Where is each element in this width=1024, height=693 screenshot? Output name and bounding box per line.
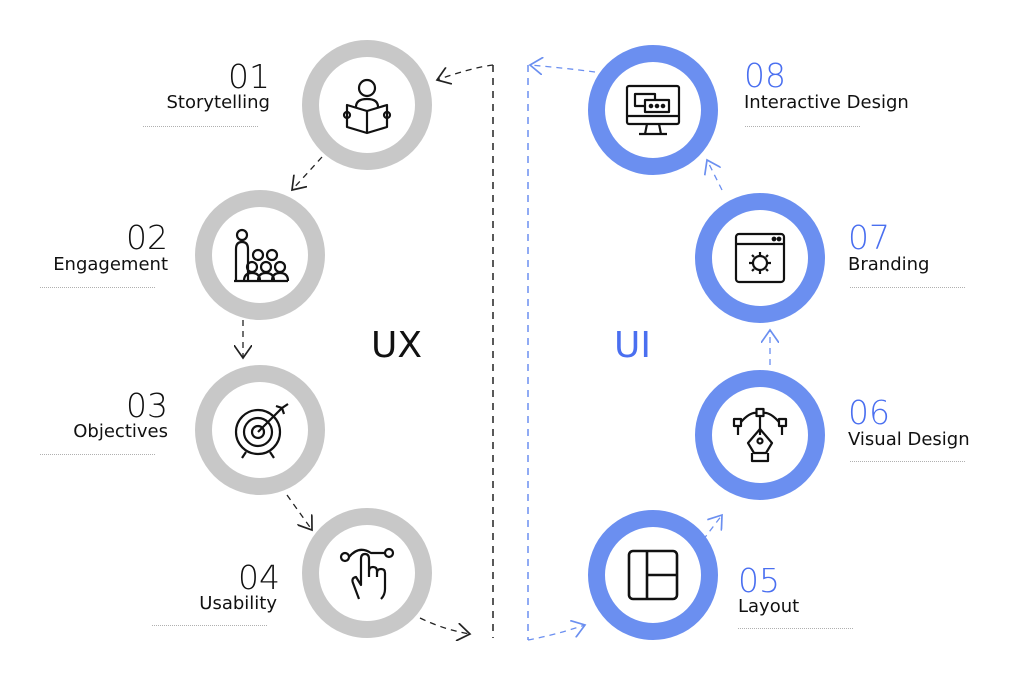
ui-section-title: UI: [614, 325, 651, 366]
step-06-divider: [850, 461, 965, 462]
audience-icon: [234, 228, 290, 283]
step-06-number: 06: [848, 393, 890, 432]
step-08-node: [588, 45, 718, 175]
step-02-node: [195, 190, 325, 320]
ux-arrow-03-04: [286, 494, 312, 530]
step-08-label: Interactive Design: [744, 92, 909, 113]
step-04-label: Usability: [199, 593, 277, 614]
step-07-node: [695, 193, 825, 323]
step-02-number: 02: [126, 218, 168, 257]
touch-hand-icon: [339, 547, 395, 600]
monitor-icon: [625, 84, 681, 136]
step-05-divider: [738, 628, 853, 629]
target-icon: [234, 403, 289, 459]
step-01-number: 01: [228, 57, 270, 96]
step-05-label: Layout: [738, 596, 800, 617]
step-07-label: Branding: [848, 254, 930, 275]
ux-section-title: UX: [371, 325, 423, 366]
step-04-number: 04: [238, 558, 280, 597]
step-03-number: 03: [126, 386, 168, 425]
step-08-divider: [745, 126, 860, 127]
step-05-number: 05: [738, 561, 780, 600]
step-07-number: 07: [848, 218, 890, 257]
ux-arrow-01-02: [292, 156, 323, 190]
pen-tool-icon: [732, 407, 788, 463]
step-03-divider: [40, 454, 155, 455]
step-04-divider: [152, 625, 267, 626]
browser-gear-icon: [734, 232, 786, 284]
ui-arrow-05-06: [702, 515, 722, 541]
ui-arrow-top: [530, 65, 596, 72]
step-03-node: [195, 365, 325, 495]
step-03-label: Objectives: [73, 421, 168, 442]
step-08-number: 08: [744, 56, 786, 95]
step-01-divider: [143, 126, 258, 127]
ui-arrow-07-08: [707, 160, 723, 191]
ux-arrow-04-end: [419, 617, 470, 634]
ux-arrow-to-01: [437, 64, 494, 80]
step-02-label: Engagement: [53, 254, 168, 275]
step-02-divider: [40, 287, 155, 288]
step-06-label: Visual Design: [848, 429, 970, 450]
ui-arrow-start-05: [527, 625, 585, 641]
step-01-node: [302, 40, 432, 170]
step-06-node: [695, 370, 825, 500]
step-04-node: [302, 508, 432, 638]
reading-person-icon: [342, 78, 392, 135]
step-01-label: Storytelling: [166, 92, 270, 113]
step-05-node: [588, 510, 718, 640]
layout-grid-icon: [627, 549, 679, 601]
step-07-divider: [850, 287, 965, 288]
